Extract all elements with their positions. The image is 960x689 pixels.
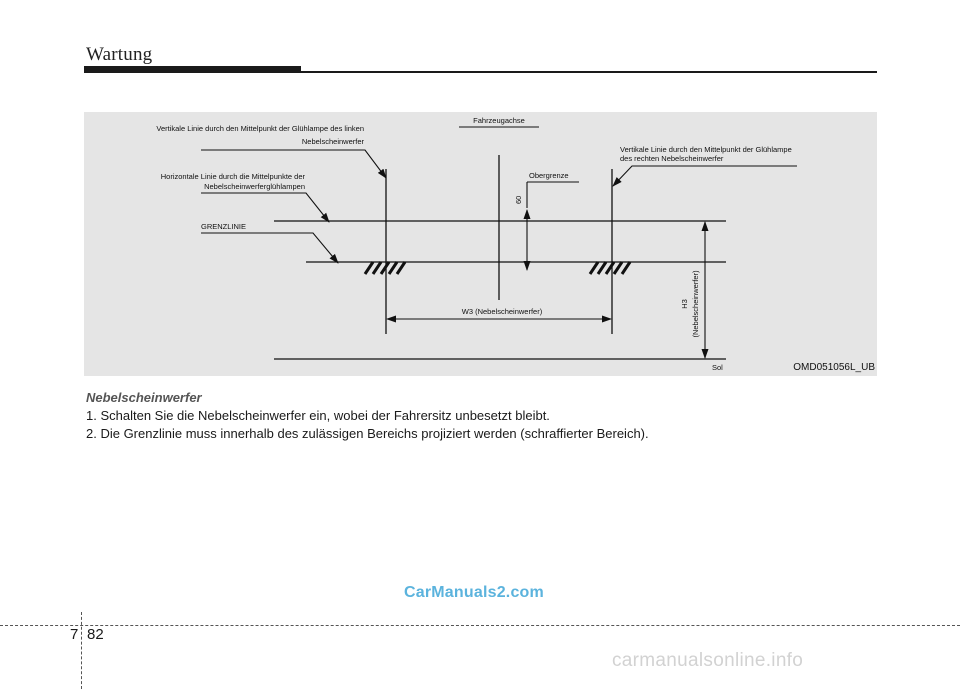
upper-limit-label: Obergrenze [529,171,569,180]
cutoff-line-label: GRENZLINIE [201,222,246,231]
dimension-60-label: 60 [514,196,523,204]
horizontal-line-label-1: Horizontale Linie durch die Mittelpunkte… [161,172,306,181]
right-center-label-2: des rechten Nebelscheinwerfer [620,154,724,163]
h3-label-2: (Nebelscheinwerfer) [691,270,700,338]
header-rule-thin [301,71,877,73]
w3-label: W3 (Nebelscheinwerfer) [462,307,543,316]
section-heading: Nebelscheinwerfer [86,390,202,405]
header-title: Wartung [86,44,153,65]
figure-panel: Vertikale Linie durch den Mittelpunkt de… [84,112,877,376]
leader-horizontal-centers [201,192,330,223]
left-center-label-1: Vertikale Linie durch den Mittelpunkt de… [156,124,364,133]
step-1: 1. Schalten Sie die Nebelscheinwerfer ei… [86,408,550,423]
horizontal-line-label-2: Nebelscheinwerferglühlampen [204,182,305,191]
step-2: 2. Die Grenzlinie muss innerhalb des zul… [86,426,649,441]
left-center-label-2: Nebelscheinwerfer [302,137,365,146]
ground-label: Sol [712,363,723,372]
footer-vertical-divider [81,612,82,689]
vehicle-axis-label: Fahrzeugachse [473,116,525,125]
h3-label-1: H3 [680,299,689,309]
page-number: 82 [87,626,104,643]
watermark-link[interactable]: CarManuals2.com [404,584,544,601]
hatch-right [588,261,632,275]
figure-code: OMD051056L_UB [793,362,875,373]
leader-left-center [201,149,387,179]
header-rule-thick [84,66,301,73]
footer-watermark: carmanualsonline.info [612,650,804,671]
footer-divider [0,625,960,626]
right-center-label-1: Vertikale Linie durch den Mittelpunkt de… [620,145,792,154]
leader-right-center [612,165,797,187]
hatch-left [363,261,407,275]
leader-cutoff [201,232,339,264]
section-number: 7 [70,626,79,643]
fog-light-aiming-diagram: Vertikale Linie durch den Mittelpunkt de… [156,116,875,373]
instruction-block: Nebelscheinwerfer 1. Schalten Sie die Ne… [86,389,886,443]
